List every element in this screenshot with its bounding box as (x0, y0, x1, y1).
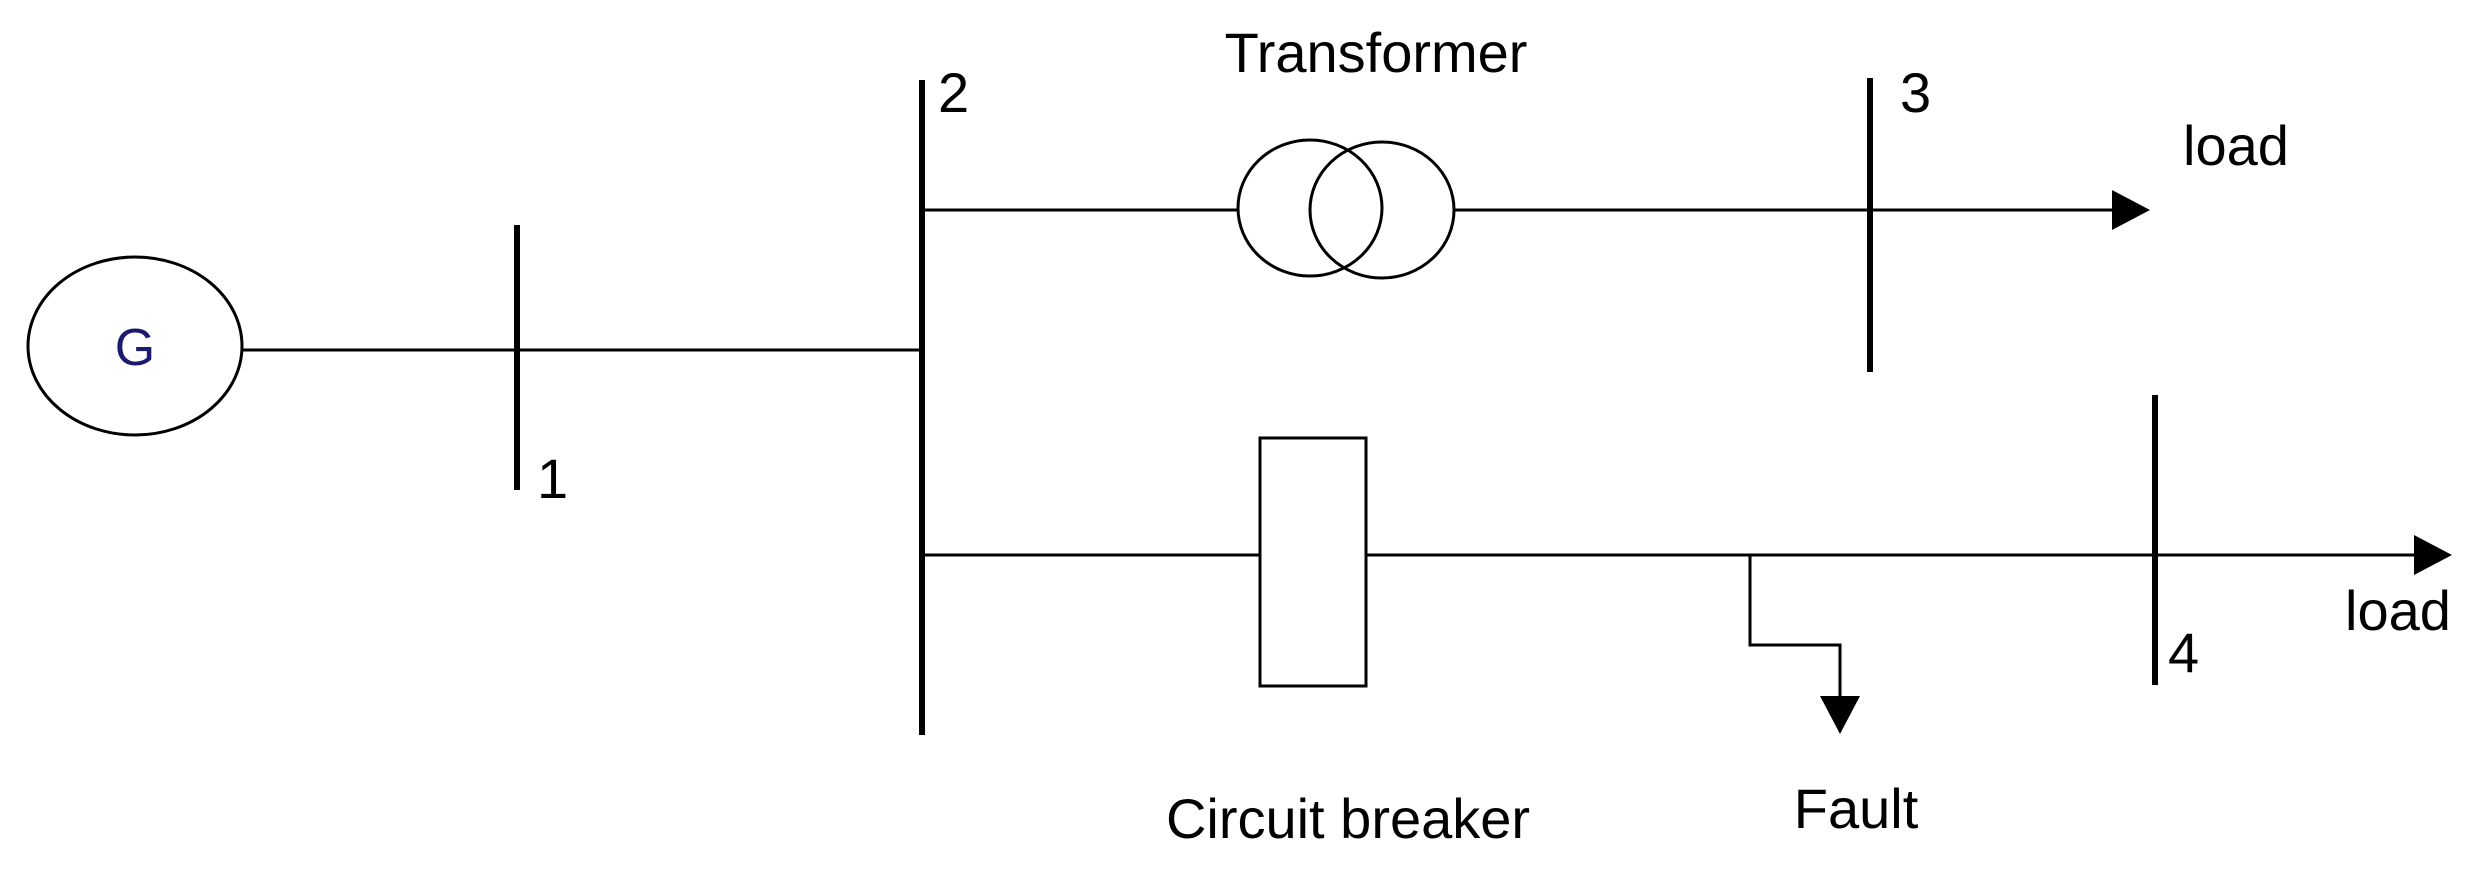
circuit-breaker-symbol (1258, 436, 1368, 688)
load-bus4-label: load (2345, 579, 2451, 642)
bus-1-label: 1 (537, 447, 568, 510)
load-bus3-arrow (2112, 190, 2150, 230)
bus-3-label: 3 (1900, 61, 1931, 124)
load-bus3-label: load (2183, 114, 2289, 177)
transformer: Transformer (1225, 21, 1528, 280)
fault-label: Fault (1794, 777, 1919, 840)
fault: Fault (1748, 555, 1919, 840)
bus-4: 4 (2152, 395, 2199, 685)
generator: G (26, 255, 244, 437)
bus-2: 2 (919, 61, 969, 735)
bus-4-label: 4 (2168, 621, 2199, 684)
load-bus4-arrow (2414, 535, 2452, 575)
transformer-winding-primary (1236, 138, 1384, 278)
bus-1: 1 (514, 225, 568, 510)
generator-label: G (115, 319, 155, 377)
circuit-breaker: Circuit breaker (1166, 436, 1530, 850)
fault-connector (1748, 555, 1842, 702)
bus-3: 3 (1867, 61, 1931, 372)
circuit-breaker-label: Circuit breaker (1166, 787, 1530, 850)
fault-arrow (1820, 696, 1860, 734)
transformer-label: Transformer (1225, 21, 1528, 84)
bus-2-label: 2 (938, 61, 969, 124)
generator-symbol (26, 255, 244, 437)
